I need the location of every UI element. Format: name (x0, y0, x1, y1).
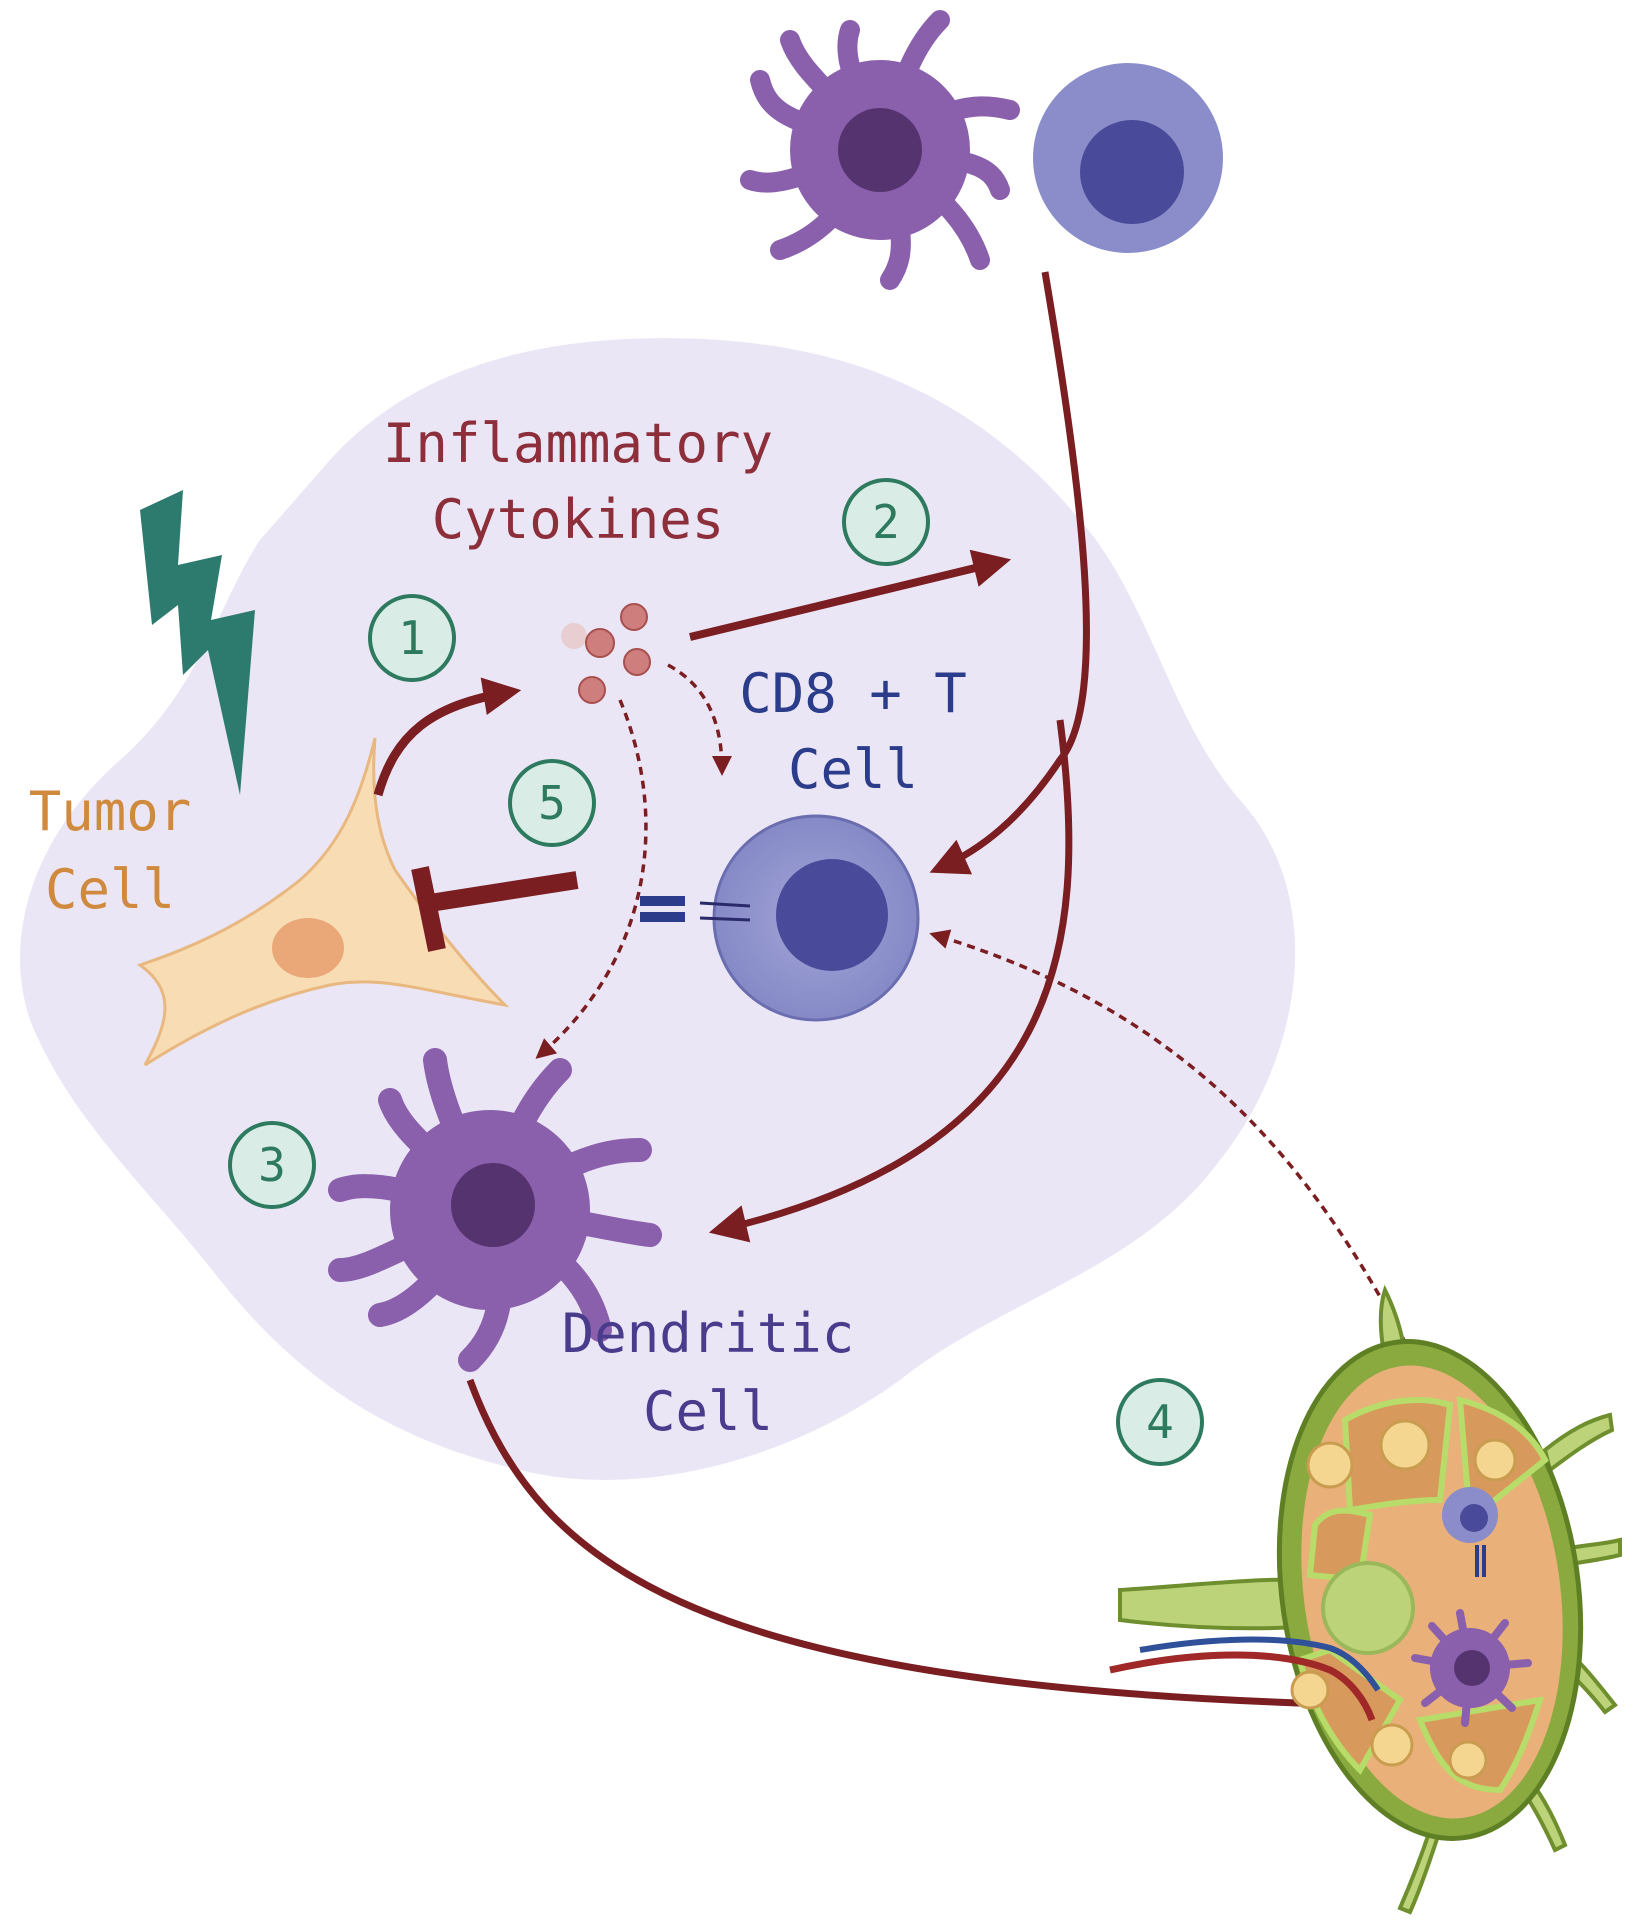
inflammatory-label-line2: Cytokines (432, 488, 725, 551)
step-number: 1 (398, 611, 426, 665)
step-number: 5 (538, 776, 566, 830)
tcr-receptor (640, 896, 751, 922)
cd8-t-cell (640, 814, 920, 1022)
dendritic-cell-middle (328, 1048, 662, 1372)
dendritic-label-line1: Dendritic (562, 1302, 855, 1365)
arrow-dashed-lymphnode-to-tcell (929, 929, 1470, 1471)
arrow-dashed-cytokine-to-tcell (667, 663, 732, 776)
step-number: 2 (872, 495, 900, 549)
arrow-tumor-to-cytokines (373, 677, 522, 797)
dendritic-cell-top (740, 10, 1020, 290)
lymph-node-dendritic-cell (1411, 1609, 1532, 1727)
step-number: 3 (258, 1138, 286, 1192)
arrow-cytokines-to-tcell-path (689, 549, 1012, 641)
arrow-dendritic-to-lymphnode (466, 1378, 1382, 1724)
tumor-cell (136, 737, 510, 1067)
step-number: 4 (1146, 1395, 1174, 1449)
arrows (373, 271, 1470, 1724)
dendritic-label-line2: Cell (643, 1380, 773, 1443)
arrow-top-tcell-to-cd8 (929, 271, 1090, 875)
cytokine-particles (561, 603, 651, 704)
step-marker-4: 4 (1116, 1378, 1204, 1466)
tumor-label-line1: Tumor (29, 780, 192, 843)
tumor-label-line2: Cell (45, 858, 175, 921)
step-marker-3: 3 (228, 1121, 316, 1209)
step-marker-5: 5 (508, 759, 596, 847)
lymph-node-t-cell (1442, 1487, 1498, 1577)
arrow-to-dendritic (708, 719, 1073, 1243)
inflammatory-label-line1: Inflammatory (383, 412, 773, 475)
radiation-lightning-icon (140, 490, 255, 795)
inhibition-bar (411, 866, 446, 952)
t-cell-top (1033, 63, 1223, 253)
cd8-label-line1: CD8 + T (739, 662, 967, 725)
lymph-node-icon (1109, 1284, 1622, 1915)
inhibition-tcell-to-tumor (428, 871, 579, 912)
cd8-label-line2: Cell (788, 738, 918, 801)
step-marker-1: 1 (368, 594, 456, 682)
step-marker-2: 2 (842, 478, 930, 566)
